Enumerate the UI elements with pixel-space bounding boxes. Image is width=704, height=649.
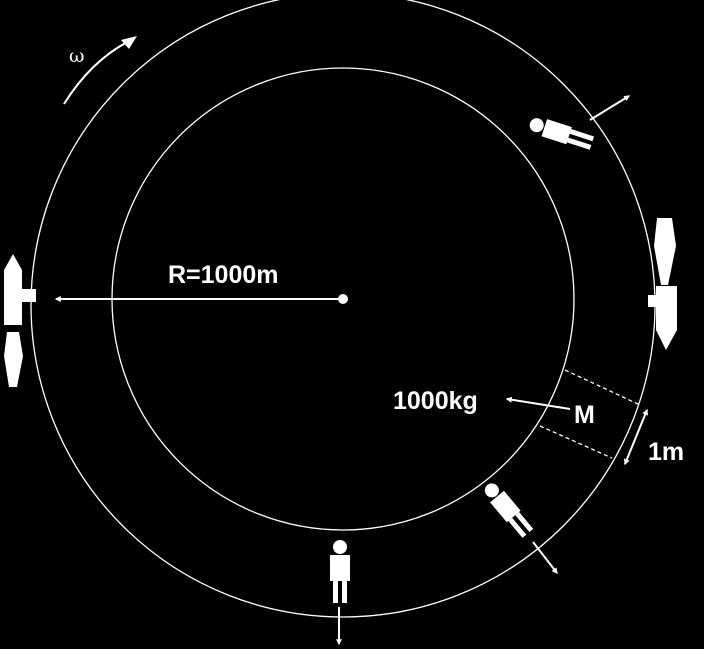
mass-arrow [505, 396, 571, 410]
arrow-icon [589, 95, 631, 121]
rotation-arrow-icon [63, 36, 137, 105]
dimension-line-top [564, 369, 641, 406]
radius-label: R=1000m [168, 261, 279, 289]
omega-label: ω [69, 45, 85, 67]
person-icon [484, 483, 534, 538]
mass-symbol: M [574, 401, 595, 429]
center-point [338, 294, 348, 304]
spaceship-icon [4, 254, 36, 387]
thickness-arrow [624, 408, 648, 466]
person-icon [529, 118, 595, 150]
outer-ring [30, 0, 656, 618]
arrow-icon [532, 541, 558, 574]
person-icon [330, 540, 350, 603]
dimension-line-bottom [539, 425, 613, 459]
thickness-label: 1m [648, 438, 684, 466]
spaceship-icon [648, 218, 677, 350]
mass-label: 1000kg [393, 387, 478, 415]
